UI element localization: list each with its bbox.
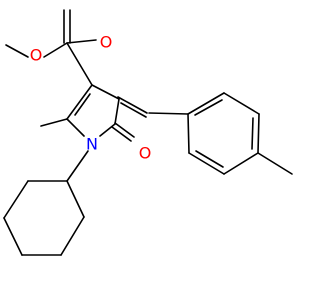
bond-aryl-1-inner [194, 99, 223, 116]
bond-exocyclic-double-a [117, 96, 148, 114]
bond-cyclohexyl-5 [3, 180, 29, 219]
bond-ring-c2-n [66, 118, 85, 137]
structure-canvas: O O N O [3, 9, 293, 256]
bond-cyclohexyl-4 [3, 217, 23, 256]
bond-aryl-6 [187, 113, 190, 154]
bond-vinyl-to-aryl [148, 112, 189, 115]
bond-aryl-5 [188, 152, 225, 175]
bond-aryl-3-inner [251, 117, 254, 150]
bond-lactam-double-b [111, 126, 132, 142]
bond-ring-c3-c4 [91, 84, 120, 100]
bond-ring-c5-c4 [114, 98, 120, 125]
bond-aryl-1 [187, 92, 225, 115]
bond-ester-c-to-o-label-a [66, 39, 97, 44]
bond-ring-n-c5 [99, 123, 116, 137]
bond-ester-o-carbonyl-c [43, 42, 68, 58]
bond-lactam-double-a [114, 122, 135, 138]
bond-ring-c3-c2-inner [74, 93, 91, 116]
bond-aryl-methyl [257, 152, 293, 175]
bond-methyl-ester-o [5, 44, 29, 58]
bond-aryl-5-inner [195, 150, 224, 168]
bond-aryl-3 [257, 113, 260, 154]
bond-aryl-2 [223, 92, 260, 115]
bond-cyclohexyl-2 [60, 216, 85, 256]
bond-cyclohexyl-1 [66, 180, 85, 218]
atom-o-ester-single: O [30, 46, 43, 65]
bond-ring-methyl [40, 118, 68, 127]
bond-ring-c3-c2 [66, 84, 93, 120]
atom-o-ester-double: O [100, 33, 113, 52]
atom-n-ring: N [86, 135, 98, 154]
bond-carbonyl-c-to-ring [66, 42, 93, 86]
bond-exocyclic-double-b [120, 102, 147, 118]
molecule-diagram: O O N O [3, 9, 293, 256]
bond-n-cyclohexyl [66, 150, 89, 182]
atom-o-lactam: O [139, 144, 152, 163]
bond-aryl-4 [223, 152, 259, 175]
